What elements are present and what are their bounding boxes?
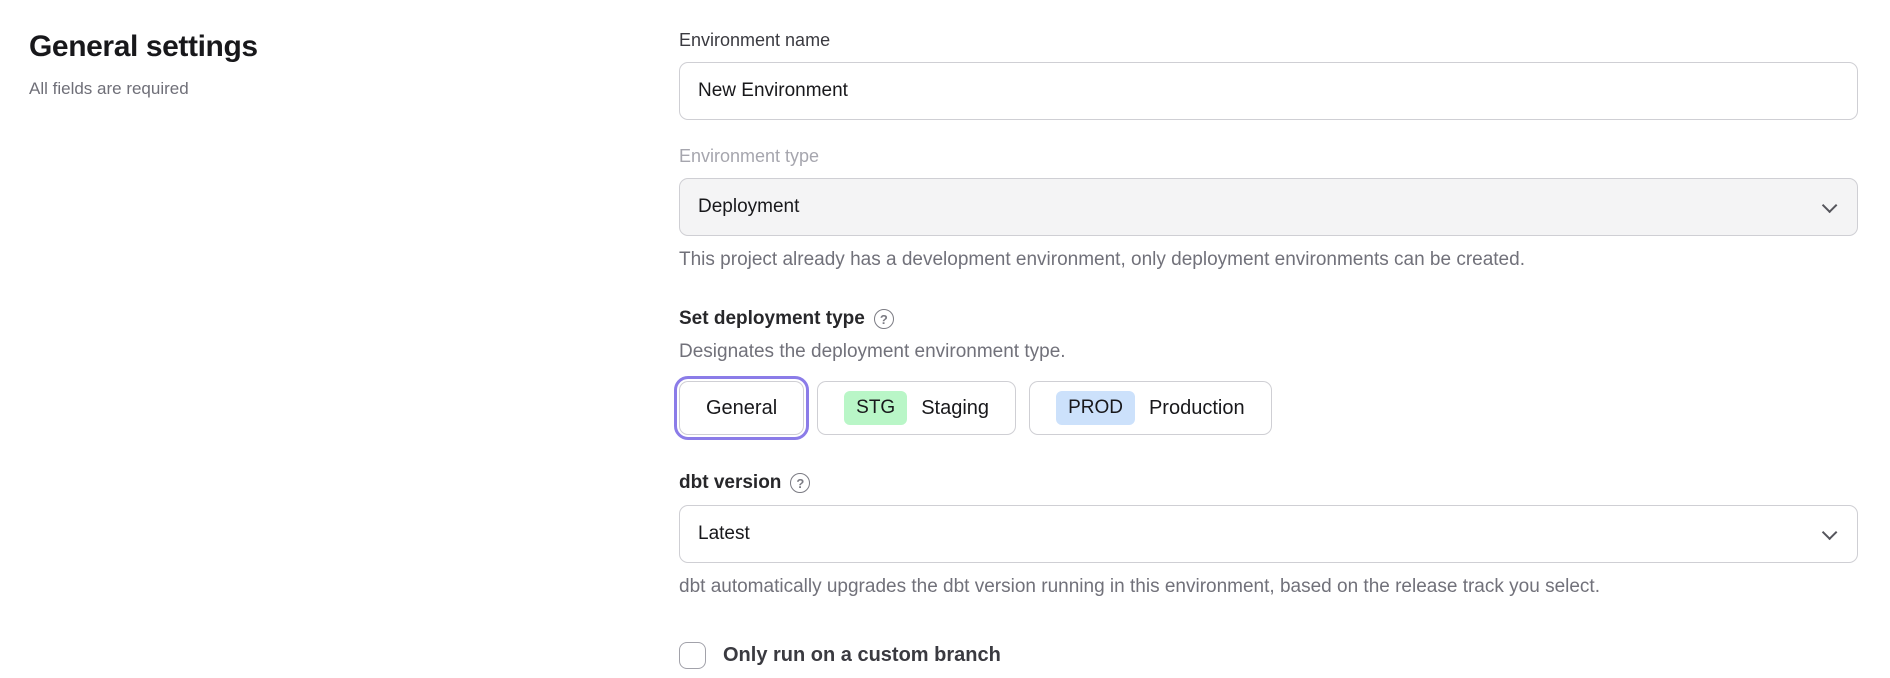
dbt-version-label: dbt version ? [679, 472, 1858, 494]
deployment-type-general-button[interactable]: General [673, 376, 810, 440]
environment-name-label: Environment name [679, 30, 831, 50]
environment-type-value: Deployment [698, 196, 800, 217]
environment-name-field: Environment name [679, 30, 1858, 120]
dbt-version-helper: dbt automatically upgrades the dbt versi… [679, 576, 1600, 597]
page-subtitle: All fields are required [29, 79, 189, 98]
production-badge: PROD [1056, 391, 1135, 425]
general-button-label: General [706, 396, 778, 419]
settings-form: Environment name Environment type Deploy… [673, 30, 1858, 669]
help-icon[interactable]: ? [790, 473, 811, 493]
deployment-type-options: General STG Staging PROD Production [673, 376, 1858, 440]
deployment-type-production-button[interactable]: PROD Production [1029, 381, 1272, 435]
custom-branch-label: Only run on a custom branch [723, 644, 1001, 666]
custom-branch-checkbox[interactable] [679, 642, 706, 669]
environment-type-label: Environment type [679, 146, 820, 166]
chevron-down-icon [1821, 524, 1838, 540]
deployment-type-label: Set deployment type ? [679, 308, 1858, 330]
staging-badge: STG [844, 391, 908, 425]
environment-type-select: Deployment [679, 178, 1858, 236]
custom-branch-row: Only run on a custom branch [679, 642, 1858, 669]
deployment-type-staging-button[interactable]: STG Staging [817, 381, 1017, 435]
deployment-type-description: Designates the deployment environment ty… [679, 341, 1066, 362]
dbt-version-value: Latest [698, 523, 750, 544]
settings-header: General settings All fields are required [29, 30, 679, 669]
dbt-version-select[interactable]: Latest [679, 505, 1858, 563]
environment-type-helper: This project already has a development e… [679, 249, 1525, 270]
deployment-type-field: Set deployment type ? Designates the dep… [673, 308, 1858, 440]
chevron-down-icon [1821, 197, 1838, 213]
environment-name-input[interactable] [679, 62, 1858, 120]
page-title: General settings [29, 30, 258, 63]
production-button-label: Production [1148, 396, 1245, 419]
dbt-version-field: dbt version ? Latest dbt automatically u… [679, 472, 1858, 598]
help-icon[interactable]: ? [873, 309, 894, 329]
environment-type-field: Environment type Deployment This project… [679, 146, 1858, 271]
staging-button-label: Staging [921, 396, 990, 419]
